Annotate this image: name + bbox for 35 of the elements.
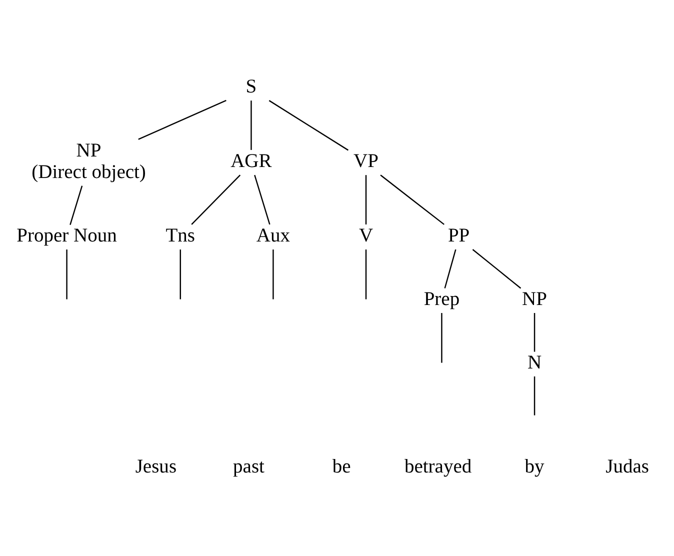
connector [191, 174, 241, 225]
node-text: S [246, 76, 257, 98]
connector [380, 174, 444, 225]
node-text: NP [522, 289, 548, 310]
connector [66, 250, 68, 300]
node-text: VP [354, 151, 378, 172]
connector [472, 249, 522, 289]
connector [254, 174, 270, 225]
node-text: Tns [166, 226, 196, 247]
node-text: PP [448, 226, 470, 247]
connector [441, 313, 442, 363]
connector [250, 100, 252, 150]
label: past [233, 456, 264, 478]
label: betrayed [404, 456, 472, 478]
node-text: Prep [424, 289, 460, 310]
connector [534, 313, 536, 352]
node-text: NP (Direct object) [32, 140, 146, 184]
label: be [332, 456, 351, 478]
node-text: V [358, 226, 374, 247]
label: Jesus [135, 456, 177, 478]
connector [138, 100, 226, 140]
connector [272, 250, 274, 300]
connector [268, 100, 349, 151]
node-text: Proper Noun [16, 226, 117, 247]
connector [365, 250, 367, 300]
connector [444, 249, 456, 288]
label: by [524, 456, 544, 478]
label: Judas [606, 456, 650, 478]
node-text: Aux [256, 226, 290, 247]
connector [70, 186, 83, 226]
node-text: AGR [230, 151, 272, 172]
connector [534, 376, 536, 416]
connector [365, 175, 367, 224]
connector [180, 250, 181, 300]
node-text: N [527, 352, 542, 374]
